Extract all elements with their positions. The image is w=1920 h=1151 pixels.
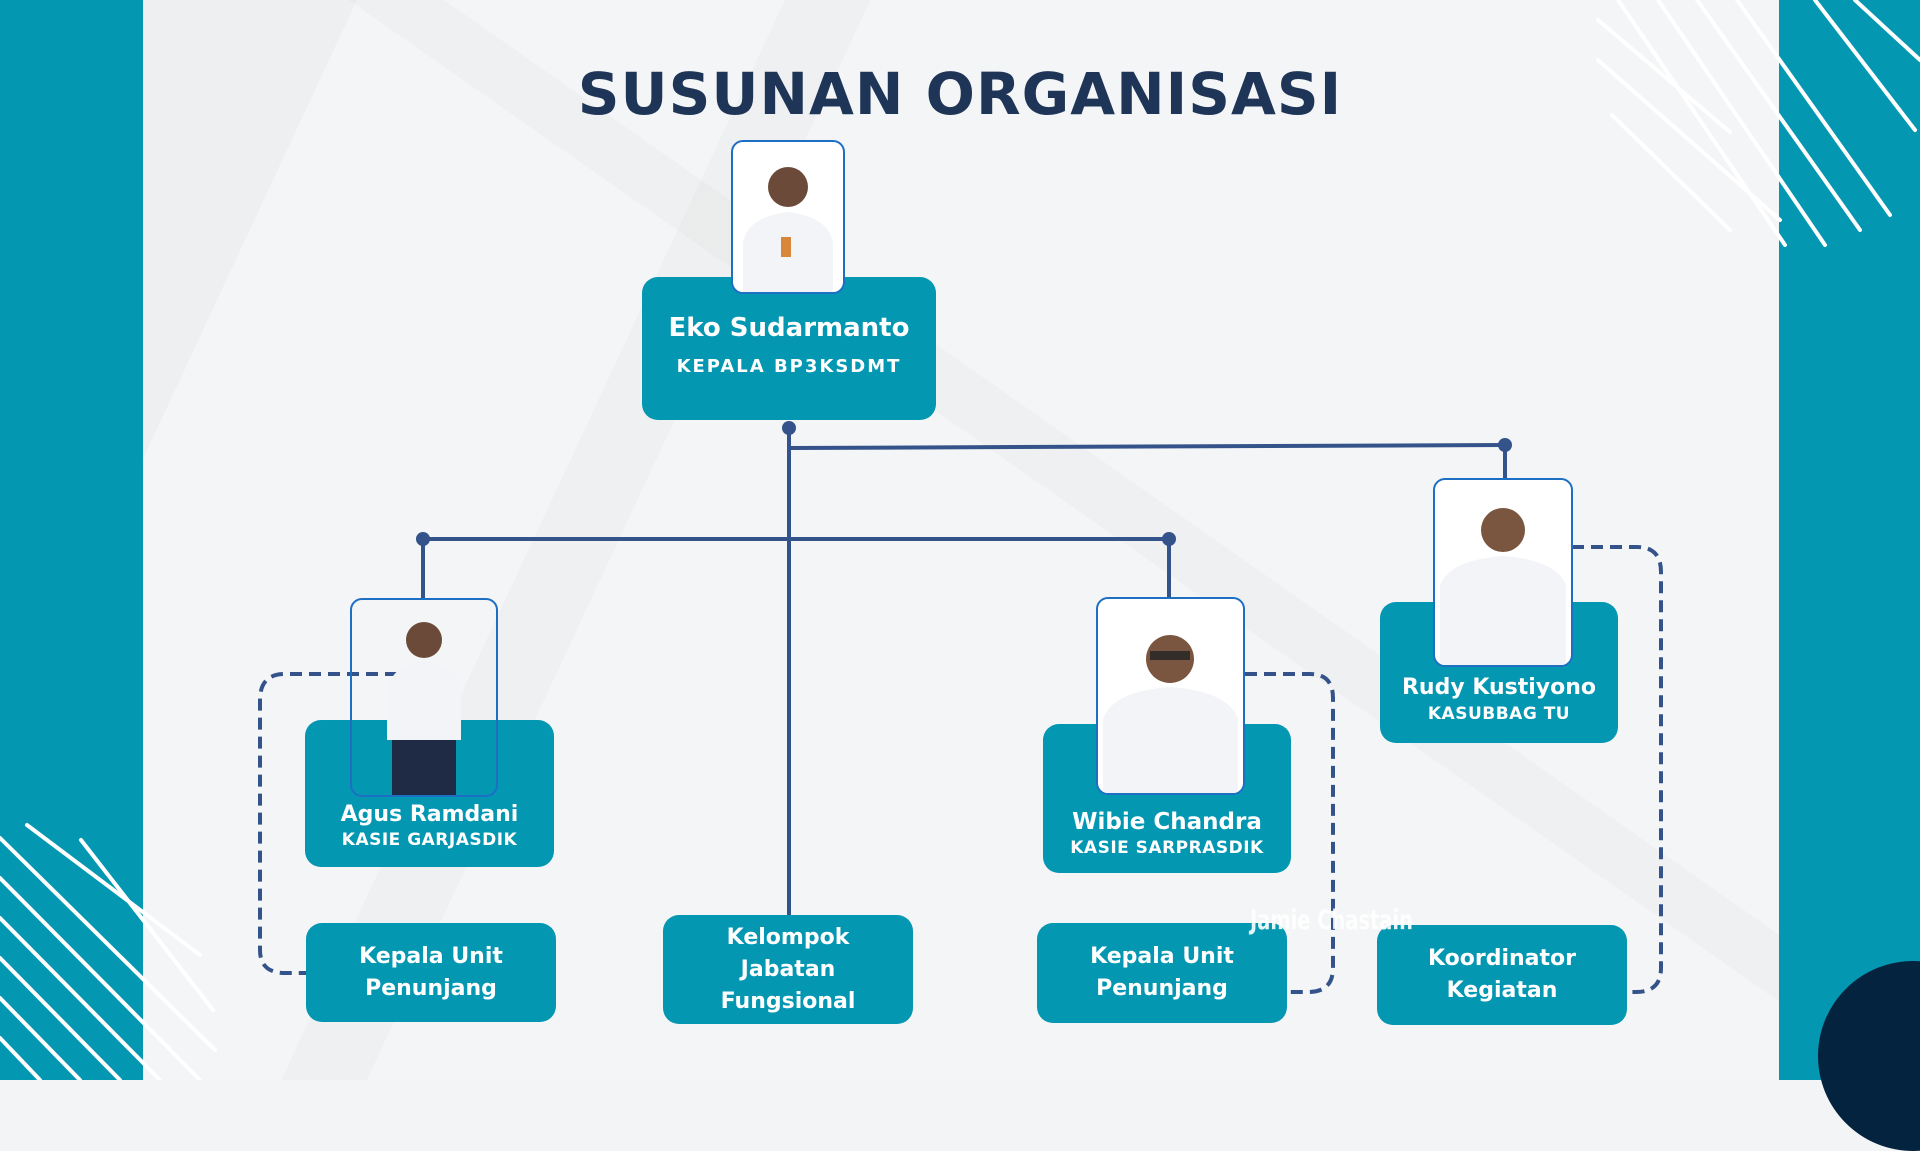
- stripe: [0, 956, 122, 1080]
- member-role: KASIE SARPRASDIK: [1070, 838, 1264, 858]
- unit-label-line: Kegiatan: [1446, 978, 1558, 1003]
- member-card-tu: Rudy Kustiyono KASUBBAG TU: [1380, 602, 1618, 743]
- stripe: [0, 916, 162, 1080]
- connector-dot: [416, 532, 430, 546]
- dashed-connector-garjasdik-unit: [258, 672, 397, 975]
- unit-label-line: Kelompok: [726, 924, 850, 950]
- member-role: KASIE GARJASDIK: [341, 830, 518, 850]
- member-photo-garjasdik: [350, 598, 498, 797]
- person-photo-icon: [1440, 508, 1566, 665]
- member-role: KASUBBAG TU: [1427, 704, 1571, 724]
- stripe: [1656, 0, 1827, 247]
- unit-label-line: Kepala Unit: [359, 943, 503, 969]
- stripe: [1610, 113, 1732, 232]
- decorative-stripes: [0, 0, 1920, 1080]
- member-name: Agus Ramdani: [340, 802, 519, 827]
- stripe: [1616, 0, 1787, 247]
- member-photo-tu: [1433, 478, 1573, 667]
- stripe: [1853, 0, 1920, 62]
- head-photo: [731, 140, 845, 294]
- unit-label-line: Koordinator: [1427, 946, 1577, 971]
- connector-dot: [1162, 532, 1176, 546]
- stripe: [1735, 0, 1892, 217]
- stripe: [79, 838, 215, 1012]
- head-role: KEPALA BP3KSDMT: [676, 356, 902, 377]
- stripe: [1596, 18, 1732, 134]
- person-photo-icon: [743, 167, 833, 292]
- connector-head-to-tu: [788, 443, 1506, 450]
- head-name: Eko Sudarmanto: [668, 313, 910, 343]
- unit-label-line: Jabatan: [740, 956, 836, 982]
- unit-card-penunjang-2: Kepala Unit Penunjang: [1037, 923, 1287, 1023]
- unit-label-line: Penunjang: [365, 975, 497, 1001]
- unit-card-koordinator: Koordinator Kegiatan: [1377, 925, 1627, 1025]
- unit-label-line: Fungsional: [720, 988, 856, 1014]
- member-photo-sarprasdik: [1096, 597, 1245, 795]
- head-card: Eko Sudarmanto KEPALA BP3KSDMT: [642, 277, 936, 420]
- unit-card-fungsional: Kelompok Jabatan Fungsional: [663, 915, 913, 1024]
- unit-label-line: Kepala Unit: [1090, 944, 1234, 969]
- watermark-text: Jamie Chastain: [1250, 905, 1413, 936]
- unit-label-line: Penunjang: [1096, 976, 1228, 1001]
- member-name: Rudy Kustiyono: [1401, 675, 1597, 700]
- stripe: [0, 876, 202, 1080]
- unit-card-penunjang-1: Kepala Unit Penunjang: [306, 923, 556, 1022]
- right-accent-bar: [1779, 0, 1920, 1080]
- stripe: [1813, 0, 1917, 132]
- stripe: [0, 836, 217, 1052]
- stripe: [0, 996, 82, 1080]
- dashed-connector-sarprasdik-unit: [1245, 672, 1335, 994]
- stripe: [0, 1036, 42, 1080]
- connector-dot: [782, 421, 796, 435]
- connector-dot: [1498, 438, 1512, 452]
- stripe: [1695, 0, 1862, 232]
- stripe: [25, 823, 202, 957]
- person-photo-icon: [387, 622, 461, 795]
- person-photo-icon: [1103, 635, 1238, 793]
- page-title: SUSUNAN ORGANISASI: [577, 60, 1343, 128]
- member-name: Wibie Chandra: [1072, 809, 1262, 835]
